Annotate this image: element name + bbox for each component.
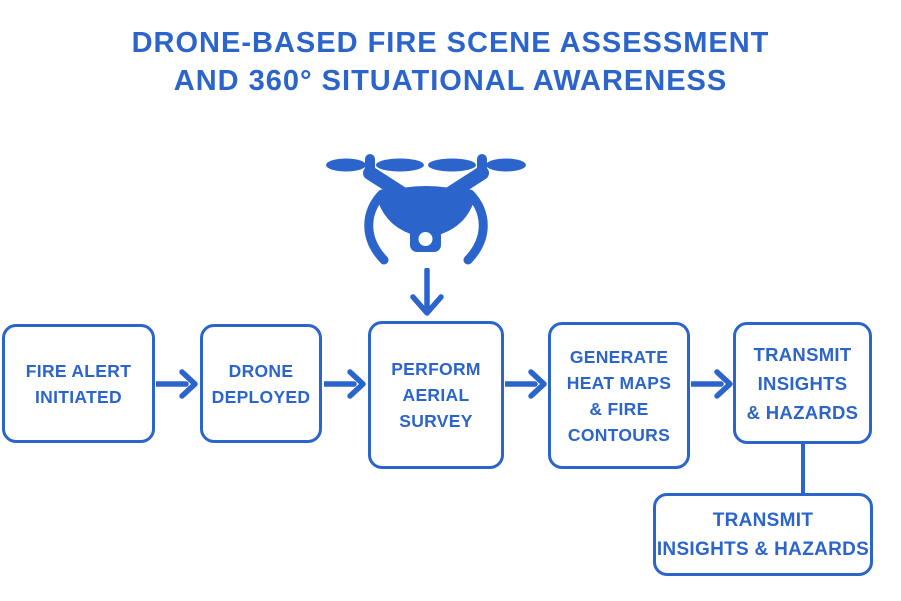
flow-step-label: TRANSMIT INSIGHTS & HAZARDS — [746, 343, 859, 423]
flow-step-generate-heat-maps: GENERATE HEAT MAPS & FIRE CONTOURS — [548, 322, 690, 469]
flow-step-label: GENERATE HEAT MAPS & FIRE CONTOURS — [566, 346, 672, 445]
flow-step-label: TRANSMIT INSIGHTS & HAZARDS — [656, 509, 870, 560]
branch-connector-line — [801, 443, 805, 494]
arrow-right-icon — [691, 369, 733, 399]
diagram-title: DRONE-BASED FIRE SCENE ASSESSMENT AND 36… — [131, 27, 770, 97]
arrow-right-icon — [324, 369, 366, 399]
arrow-right-icon — [505, 369, 547, 399]
flow-step-transmit-insights-hazards: TRANSMIT INSIGHTS & HAZARDS — [733, 322, 872, 444]
drone-icon — [326, 154, 526, 265]
flow-step-label: PERFORM AERIAL SURVEY — [391, 359, 481, 431]
flow-step-perform-aerial-survey: PERFORM AERIAL SURVEY — [368, 321, 504, 469]
flow-step-fire-alert-initiated: FIRE ALERT INITIATED — [2, 324, 155, 443]
flow-step-label: FIRE ALERT INITIATED — [25, 360, 132, 407]
flow-step-drone-deployed: DRONE DEPLOYED — [200, 324, 322, 443]
flow-step-label: DRONE DEPLOYED — [211, 360, 311, 407]
arrow-down-icon — [410, 268, 444, 316]
arrow-right-icon — [156, 369, 198, 399]
flow-step-transmit-insights-hazards-branch: TRANSMIT INSIGHTS & HAZARDS — [653, 493, 873, 576]
